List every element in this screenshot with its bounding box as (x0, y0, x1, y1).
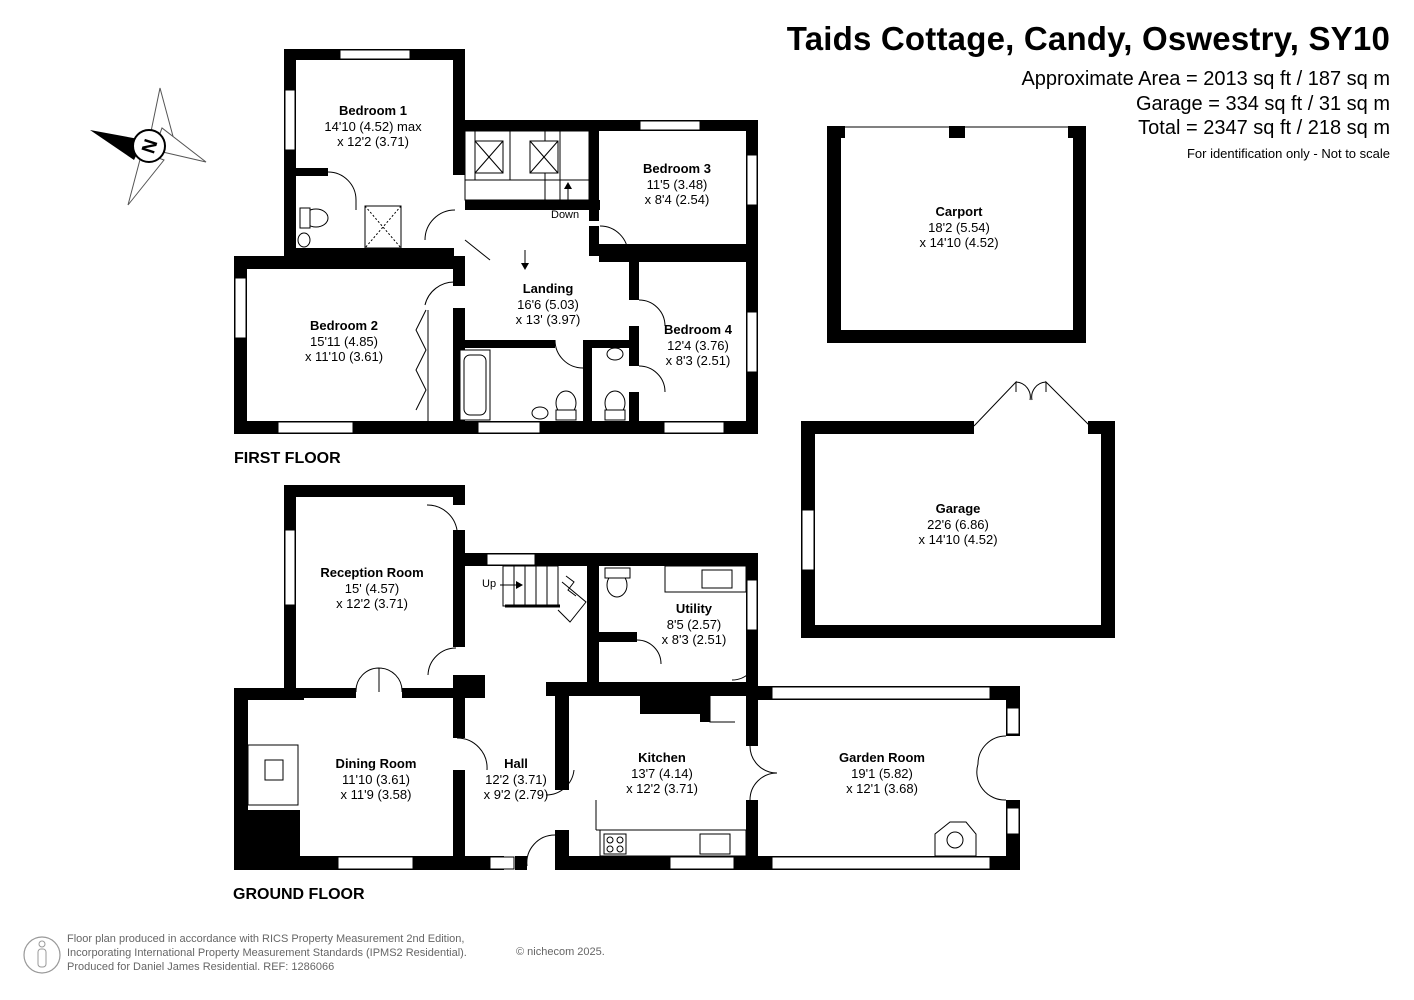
room-dimension: 13'7 (4.14) (631, 765, 693, 781)
ground-floor-fixtures (247, 565, 977, 857)
room-dining: Dining Room 11'10 (3.61) x 11'9 (3.58) (336, 756, 417, 803)
room-name: Bedroom 3 (643, 161, 711, 176)
footer-line: Floor plan produced in accordance with R… (67, 933, 465, 945)
room-dimension: x 9'2 (2.79) (483, 787, 549, 802)
first-floor-walls (234, 49, 758, 434)
carport-walls (827, 126, 1086, 343)
copyright: © nichecom 2025. (516, 946, 605, 958)
total-area: Total = 2347 sq ft / 218 sq m (1138, 117, 1390, 139)
garage-walls (801, 380, 1115, 638)
room-dimension: 15' (4.57) (344, 580, 400, 596)
ground-floor-windows (284, 529, 1020, 870)
ground-floor-stairs (500, 565, 577, 608)
person-icon (23, 936, 61, 974)
room-dimension: x 14'10 (4.52) (918, 532, 998, 547)
room-bedroom-2: Bedroom 2 15'11 (4.85) x 11'10 (3.61) (305, 318, 383, 365)
first-floor-fixtures (297, 205, 626, 421)
room-hall: Hall 12'2 (3.71) x 9'2 (2.79) (484, 756, 549, 803)
room-dimension: 19'1 (5.82) (851, 765, 913, 781)
stairs-down-label: Down (551, 209, 580, 221)
room-name: Carport (935, 204, 983, 219)
first-floor-stairs (464, 130, 590, 270)
room-landing: Landing 16'6 (5.03) x 13' (3.97) (516, 281, 581, 328)
garage-area: Garage = 334 sq ft / 31 sq m (1135, 93, 1390, 115)
room-dimension: 14'10 (4.52) max (324, 118, 422, 134)
room-name: Kitchen (638, 750, 686, 765)
room-dimension: 8'5 (2.57) (666, 616, 722, 632)
first-floor-doors (327, 171, 666, 421)
room-dimension: 18'2 (5.54) (928, 219, 990, 235)
room-name: Bedroom 4 (664, 322, 732, 337)
room-name: Utility (675, 601, 713, 616)
room-carport: Carport 18'2 (5.54) x 14'10 (4.52) (919, 204, 998, 251)
room-garage: Garage 22'6 (6.86) x 14'10 (4.52) (918, 501, 997, 548)
compass-north-letter: N (138, 137, 162, 157)
ground-floor-label: GROUND FLOOR (233, 886, 365, 903)
room-garden: Garden Room 19'1 (5.82) x 12'1 (3.68) (839, 750, 925, 797)
page-title: Taids Cottage, Candy, Oswestry, SY10 (786, 20, 1390, 57)
compass-icon: N (90, 87, 207, 206)
room-dimension: 15'11 (4.85) (309, 333, 378, 349)
stairs-up-label: Up (482, 578, 497, 590)
room-utility: Utility 8'5 (2.57) x 8'3 (2.51) (662, 601, 727, 648)
room-name: Landing (522, 281, 574, 296)
room-dimension: x 12'2 (3.71) (336, 596, 408, 611)
room-reception: Reception Room 15' (4.57) x 12'2 (3.71) (320, 565, 423, 612)
room-dimension: x 12'2 (3.71) (626, 781, 698, 796)
footer-note: Floor plan produced in accordance with R… (67, 932, 467, 974)
room-dimension: x 8'3 (2.51) (661, 632, 727, 647)
approximate-area: Approximate Area = 2013 sq ft / 187 sq m (1021, 68, 1390, 90)
room-kitchen: Kitchen 13'7 (4.14) x 12'2 (3.71) (626, 750, 698, 797)
room-dimension: x 11'9 (3.58) (340, 787, 412, 802)
room-dimension: x 8'4 (2.54) (644, 192, 710, 207)
ground-floor-doors (355, 504, 1007, 867)
room-name: Dining Room (335, 756, 417, 771)
room-dimension: x 12'1 (3.68) (846, 781, 918, 796)
room-dimension: x 12'2 (3.71) (337, 134, 409, 149)
room-name: Bedroom 2 (310, 318, 378, 333)
footer-line: Produced for Daniel James Residential. R… (67, 961, 335, 973)
room-dimension: 11'5 (3.48) (646, 176, 708, 192)
scale-note: For identification only - Not to scale (1186, 146, 1390, 161)
room-bedroom-3: Bedroom 3 11'5 (3.48) x 8'4 (2.54) (643, 161, 711, 208)
first-floor-label: FIRST FLOOR (234, 450, 341, 467)
room-name: Reception Room (320, 565, 424, 580)
room-dimension: 22'6 (6.86) (927, 516, 989, 532)
room-bedroom-1: Bedroom 1 14'10 (4.52) max x 12'2 (3.71) (324, 103, 421, 150)
room-dimension: x 14'10 (4.52) (919, 235, 999, 250)
room-name: Bedroom 1 (339, 103, 407, 118)
room-dimension: 16'6 (5.03) (517, 296, 579, 312)
room-dimension: 12'4 (3.76) (667, 337, 729, 353)
room-dimension: 12'2 (3.71) (485, 771, 547, 787)
room-dimension: x 11'10 (3.61) (304, 349, 384, 364)
first-floor-windows (234, 49, 758, 434)
room-dimension: x 13' (3.97) (515, 312, 581, 327)
ground-floor-walls (234, 485, 1020, 870)
room-name: Garden Room (839, 750, 925, 765)
room-name: Garage (935, 501, 981, 516)
footer-line: Incorporating International Property Mea… (67, 947, 467, 959)
room-bedroom-4: Bedroom 4 12'4 (3.76) x 8'3 (2.51) (664, 322, 732, 369)
room-name: Hall (504, 756, 528, 771)
room-dimension: x 8'3 (2.51) (665, 353, 731, 368)
room-dimension: 11'10 (3.61) (341, 771, 411, 787)
